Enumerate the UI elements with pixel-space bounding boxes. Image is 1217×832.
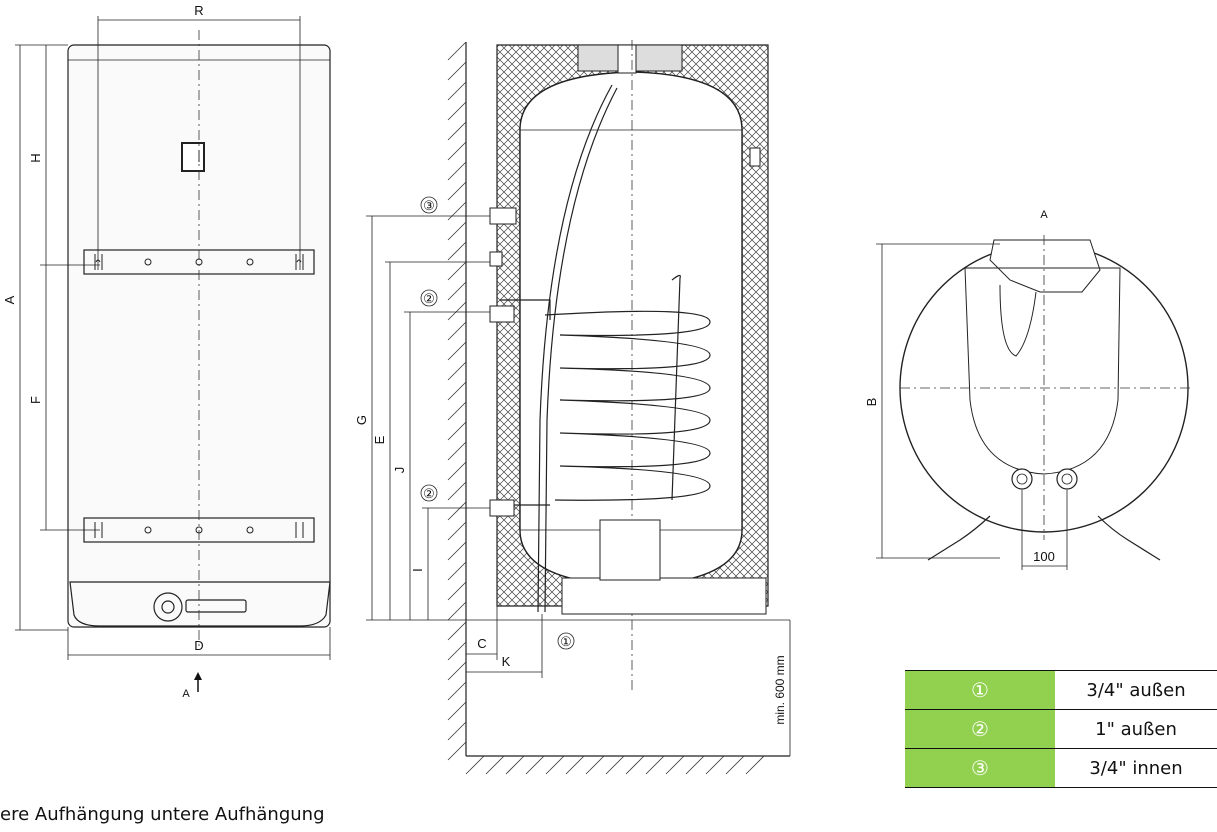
legend-symbol-1: ① [905, 670, 1055, 710]
legend-symbol-3: ③ [905, 748, 1055, 788]
brand-logo [181, 142, 205, 172]
bottom-view-title: A [1040, 209, 1048, 221]
dim-label-R: R [194, 3, 203, 18]
legend-row: ② 1" außen [905, 709, 1217, 749]
front-view: R A H F D A [2, 3, 331, 700]
control-panel-outline [964, 267, 1121, 475]
dim-label-D: D [194, 638, 203, 653]
top-housing-bump [989, 239, 1101, 293]
legend-value-3: 3/4" innen [1055, 748, 1217, 788]
bottom-control-unit [561, 577, 767, 615]
dim-label-B: B [864, 398, 879, 407]
mounting-caption: ere Aufhängung untere Aufhängung [0, 804, 325, 825]
connection-2-upper-label: ② [423, 291, 435, 306]
dim-label-E: E [372, 435, 387, 444]
legend-value-2: 1" außen [1055, 709, 1217, 749]
bottom-view: A B 100 [864, 209, 1190, 570]
connection-port-left [1011, 468, 1033, 490]
connection-1-label: ① [560, 634, 572, 649]
dim-label-F: F [28, 396, 43, 404]
control-knob [153, 592, 183, 622]
legend-row: ① 3/4" außen [905, 670, 1217, 710]
side-view: G E J I ③ ② ② ① C K min. 600 mm [354, 40, 791, 775]
legend-row: ③ 3/4" innen [905, 748, 1217, 788]
dim-label-A: A [2, 295, 17, 304]
cold-inlet-pipe [537, 84, 613, 613]
connection-3-label: ③ [423, 198, 435, 213]
dim-label-100: 100 [1033, 549, 1055, 564]
legend-value-1: 3/4" außen [1055, 670, 1217, 710]
connection-legend-table: ① 3/4" außen ② 1" außen ③ 3/4" innen [905, 670, 1217, 788]
mounting-feet [927, 515, 1161, 561]
dim-label-H: H [28, 153, 43, 162]
dim-label-J: J [392, 467, 407, 474]
connection-port-right [1056, 468, 1078, 490]
dim-label-G: G [354, 415, 369, 425]
min-clearance-label: min. 600 mm [773, 655, 787, 724]
front-bottom-cover [69, 581, 331, 627]
connection-2-lower-label: ② [423, 486, 435, 501]
dim-label-C: C [477, 636, 486, 651]
dim-label-K: K [502, 654, 511, 669]
wall-hatch [447, 41, 467, 761]
legend-symbol-2: ② [905, 709, 1055, 749]
view-arrow-label: A [182, 688, 190, 700]
dim-label-I: I [410, 568, 425, 572]
